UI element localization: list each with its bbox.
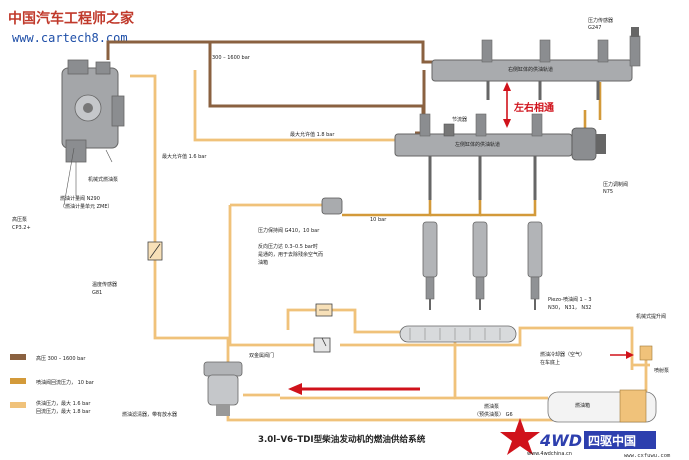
legend: 高压 300 – 1600 bar 喷油阀回流压力， 10 bar 供油压力，最… <box>10 354 95 415</box>
pressure-control-valve-label: 压力调制阀 <box>603 181 628 188</box>
high-pressure-pump <box>61 59 125 206</box>
fuel-filter <box>203 361 243 416</box>
pressure-control-valve-code: N75 <box>603 189 613 195</box>
max-allow-16-label: 最大允许值 1.6 bar <box>162 153 207 160</box>
right-fuel-rail <box>431 27 641 100</box>
interconnection-note: 左右相通 <box>513 101 554 114</box>
fuel-cooler <box>399 325 517 343</box>
pre-pump-label-2: （预供油泵） G6 <box>474 411 513 418</box>
high-pressure-lines <box>106 40 438 135</box>
pressure-sensor-code: G247 <box>588 25 601 31</box>
component-labels: 压力传感器 G247 右侧缸体的供油轨道 左侧缸体的供油轨道 节流器 压力调制阀… <box>12 17 669 418</box>
legend-label-supply: 供油压力，最大 1.6 bar <box>36 400 91 407</box>
legend-swatch-injector-return <box>10 378 26 384</box>
legend-label-high-pressure: 高压 300 – 1600 bar <box>36 355 86 362</box>
legend-item-high-pressure: 高压 300 – 1600 bar <box>10 354 86 362</box>
temperature-sensor <box>147 241 163 261</box>
pressure-holding-valve <box>321 197 343 215</box>
hp-pump-label: 高压泵 <box>12 216 27 223</box>
injector-2 <box>472 221 488 310</box>
watermark-cn: 中国汽车工程师之家 <box>8 10 135 27</box>
legend-swatch-supply <box>10 402 26 408</box>
jet-pump-label: 喷射泵 <box>654 367 669 374</box>
max-allow-18-label: 最大允许值 1.8 bar <box>290 131 335 138</box>
right-rail-label: 右侧缸体的供油轨道 <box>508 66 553 73</box>
cooler-label-1: 燃油冷却器（空气） <box>540 351 585 358</box>
legend-label-return: 回流压力，最大 1.8 bar <box>36 408 91 415</box>
injector-1 <box>422 221 438 310</box>
return-note-line-2: 是通的，用于去除残余空气而 <box>258 251 323 258</box>
logo-cn-badge <box>584 431 656 449</box>
piezo-injectors <box>422 221 543 310</box>
injector-3 <box>527 221 543 310</box>
tank-label: 燃油箱 <box>575 402 590 409</box>
legend-swatch-high-pressure <box>10 354 26 360</box>
return-note-line-1: 反向压力达 0.3–0.5 bar时 <box>258 243 318 250</box>
return-note-line-3: 油箱 <box>258 259 268 266</box>
mech-lift-pump-label: 机械式提升阀 <box>636 313 666 320</box>
logo-brand-cn: 四驱中国 <box>588 433 636 448</box>
supply-lines <box>130 70 650 422</box>
logo-url: www.4wdchina.cn <box>527 451 572 457</box>
pre-pump-label-1: 燃油泵 <box>484 403 499 410</box>
piezo-label-1: Piezo-喷油阀 1 – 3 <box>548 296 592 303</box>
left-rail-label: 左侧缸体的供油轨道 <box>455 141 500 148</box>
legend-item-injector-return: 喷油阀回流压力， 10 bar <box>10 378 95 386</box>
ten-bar-label: 10 bar <box>370 217 387 223</box>
cooler-label-2: 在车底上 <box>540 359 560 366</box>
metering-unit-sub: （燃油计量单元 ZME） <box>60 203 113 210</box>
fuel-filter-label: 燃油滤清器，带有放水器 <box>122 411 177 418</box>
pressure-hold-valve-label: 压力保持阀 G410，10 bar <box>258 227 320 234</box>
4wd-logo: 4WD 四驱中国 www.4wdchina.cn www.cxfuwu.com <box>500 418 671 459</box>
hp-pump-code: CP3.2+ <box>12 225 31 231</box>
logo-brand: 4WD <box>539 431 582 450</box>
pressure-sensor-label: 压力传感器 <box>588 17 613 24</box>
throttle-label: 节流器 <box>452 116 467 123</box>
bimetal-valve-label: 双金属阀门 <box>249 352 274 359</box>
temp-sensor-code: G81 <box>92 290 102 296</box>
metering-unit-label: 燃油计量阀 N290 <box>60 195 100 202</box>
flow-arrows <box>288 82 634 395</box>
check-valve <box>315 303 333 317</box>
mech-pump-label: 机械式燃油泵 <box>88 176 118 183</box>
site-watermark: 中国汽车工程师之家 www.cartech8.com <box>8 10 135 45</box>
line-300-1600-label: 300 – 1600 bar <box>212 55 251 61</box>
piezo-label-2: N30， N31， N32 <box>548 305 592 311</box>
left-fuel-rail <box>394 113 606 200</box>
fuel-tank <box>547 345 657 423</box>
temp-sensor-label: 温度传感器 <box>92 281 117 288</box>
star-icon <box>500 418 540 455</box>
watermark-url: www.cartech8.com <box>12 31 128 45</box>
legend-item-supply: 供油压力，最大 1.6 bar 回流压力，最大 1.8 bar <box>10 400 91 415</box>
legend-label-injector-return: 喷油阀回流压力， 10 bar <box>36 379 95 386</box>
diagram-title: 3.0l–V6–TDI型柴油发动机的燃油供给系统 <box>258 433 426 445</box>
bottom-url: www.cxfuwu.com <box>624 453 671 459</box>
bimetal-valve <box>313 337 331 353</box>
